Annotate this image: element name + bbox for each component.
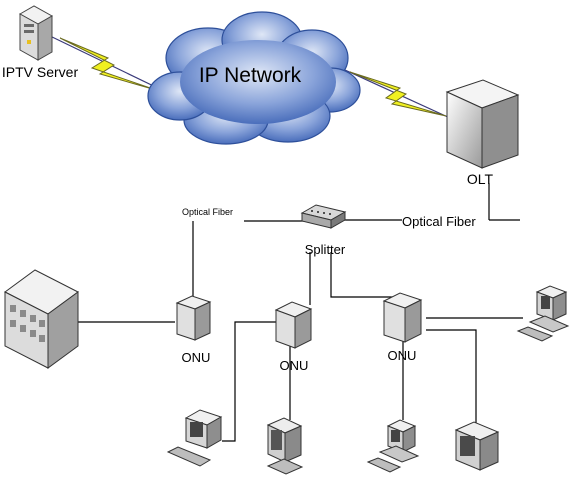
workstation-icon (366, 419, 420, 473)
iptv-server-label: IPTV Server (2, 64, 79, 80)
connection-lines (78, 183, 523, 442)
onu-left-label: ONU (182, 350, 211, 365)
onu-right-monitor-line (426, 329, 477, 425)
building-icon (4, 269, 79, 369)
iptv-server-icon (18, 5, 54, 61)
onu-left-icon (175, 295, 212, 341)
optical-fiber-right-label: Optical Fiber (402, 214, 476, 229)
onu-right-label: ONU (388, 348, 417, 363)
desktop-computer-icon (166, 409, 223, 467)
onu-middle-label: ONU (280, 358, 309, 373)
pc-icon (516, 285, 570, 342)
ip-network-label: IP Network (199, 64, 302, 87)
ip-network-cloud: IP Network (147, 11, 361, 145)
onu-middle-icon (274, 301, 313, 349)
monitor-icon (266, 417, 304, 475)
onu-right-icon (382, 292, 423, 343)
splitter-onu-right-line (330, 252, 398, 298)
optical-fiber-left-label: Optical Fiber (182, 207, 233, 217)
splitter-icon (300, 204, 347, 229)
lightning-link-right (344, 69, 451, 119)
onu-middle-pc-line (222, 321, 276, 442)
crt-monitor-icon (454, 421, 500, 471)
olt-icon (445, 79, 520, 169)
olt-label: OLT (467, 171, 494, 187)
splitter-label: Splitter (305, 242, 346, 257)
